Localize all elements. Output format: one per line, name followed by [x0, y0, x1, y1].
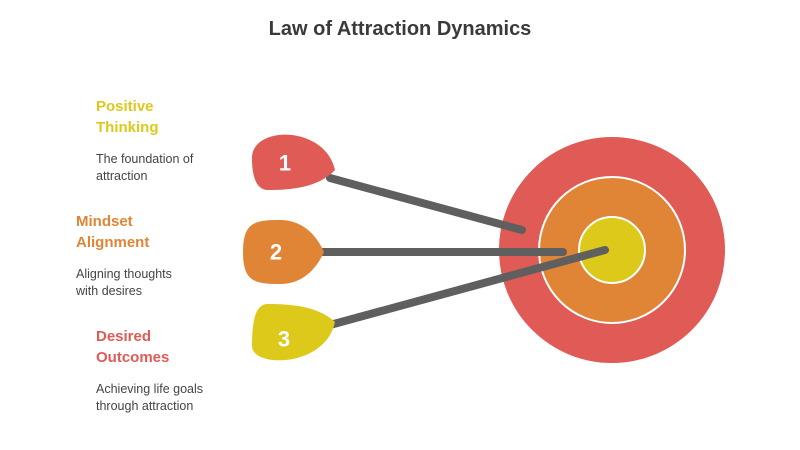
badge-number: 1	[279, 151, 291, 176]
badge-number: 3	[278, 327, 290, 352]
badge-2: 2	[243, 220, 324, 284]
step-mindset-alignment: Mindset Alignment Aligning thoughts with…	[76, 211, 172, 300]
diagram-title: Law of Attraction Dynamics	[268, 18, 532, 40]
badge-3: 3	[252, 304, 335, 361]
target-bullseye	[578, 216, 646, 284]
step-positive-thinking: Positive Thinking The foundation of attr…	[96, 96, 193, 185]
step-heading: Desired Outcomes	[96, 328, 170, 366]
badge-number: 2	[270, 240, 282, 265]
step-desired-outcomes: Desired Outcomes Achieving life goals th…	[96, 326, 203, 415]
step-description: The foundation of attraction	[96, 152, 194, 183]
arrow-shaft-1	[326, 174, 526, 234]
step-description: Achieving life goals through attraction	[96, 382, 204, 413]
step-description: Aligning thoughts with desires	[76, 267, 172, 298]
step-heading: Mindset Alignment	[76, 213, 150, 251]
arrow-shaft-3	[326, 246, 609, 329]
badge-1: 1	[252, 134, 335, 190]
step-heading: Positive Thinking	[96, 98, 159, 136]
